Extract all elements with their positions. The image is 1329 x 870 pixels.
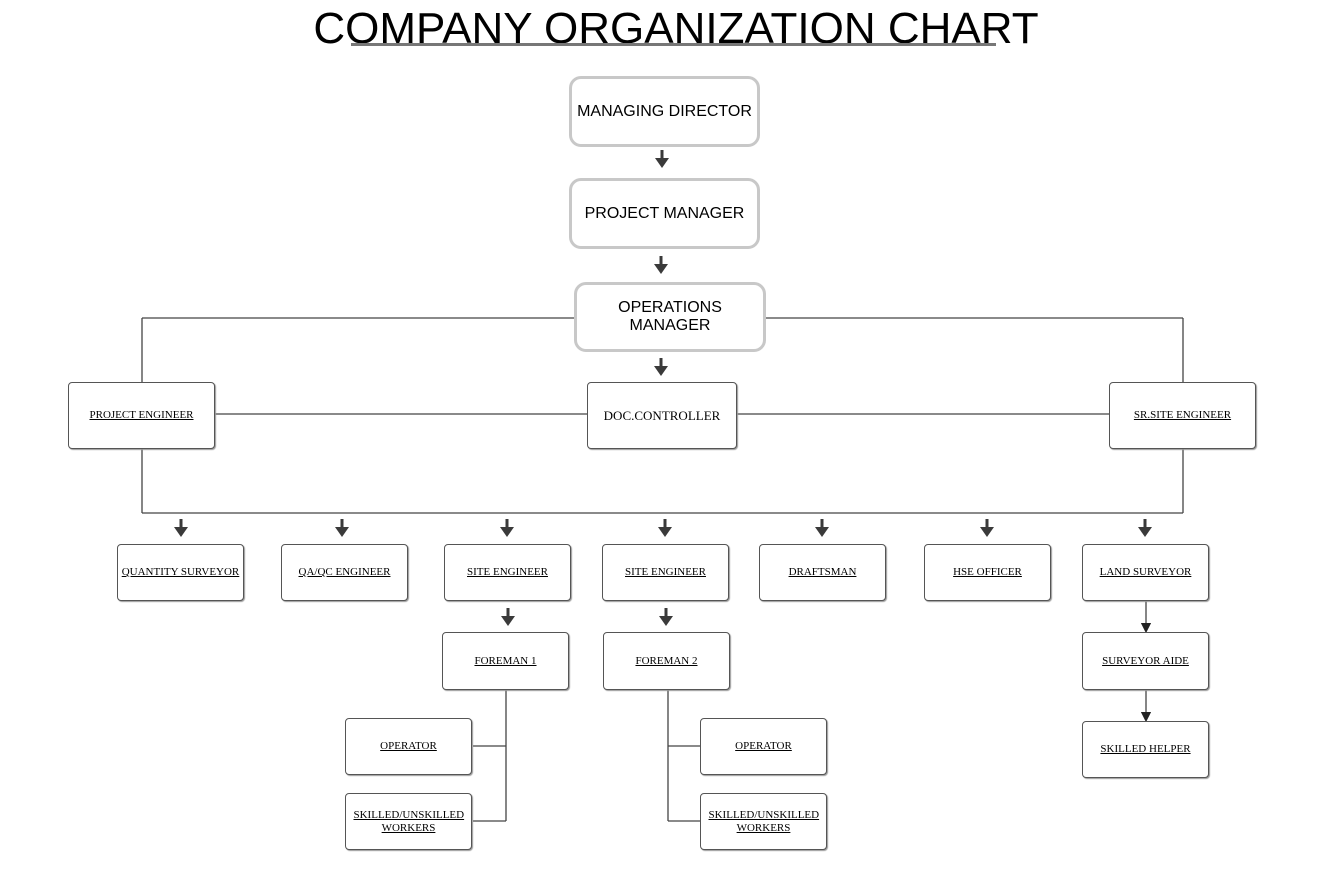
box-operations-manager: OPERATIONS MANAGER: [574, 282, 766, 352]
arrow-down-icon: [1138, 519, 1152, 537]
label-foreman-2: FOREMAN 2: [635, 654, 698, 667]
arrow-down-icon: [501, 608, 515, 626]
label-qa-qc-engineer: QA/QC ENGINEER: [298, 566, 391, 578]
title-underline: [351, 43, 996, 46]
box-surveyor-aide: SURVEYOR AIDE: [1082, 632, 1209, 690]
arrow-down-icon: [659, 608, 673, 626]
box-site-engineer-1: SITE ENGINEER: [444, 544, 571, 601]
arrow-down-icon: [980, 519, 994, 537]
arrow-down-icon: [658, 519, 672, 537]
box-land-surveyor: LAND SURVEYOR: [1082, 544, 1209, 601]
label-foreman-1: FOREMAN 1: [474, 654, 537, 667]
box-project-manager: PROJECT MANAGER: [569, 178, 760, 249]
label-sr-site-engineer: SR.SITE ENGINEER: [1133, 409, 1232, 421]
label-project-manager: PROJECT MANAGER: [584, 204, 745, 222]
label-workers-2: SKILLED/UNSKILLED WORKERS: [708, 808, 820, 834]
arrow-icons: [174, 150, 1152, 626]
box-skilled-helper: SKILLED HELPER: [1082, 721, 1209, 778]
box-operator-2: OPERATOR: [700, 718, 827, 775]
box-workers-2: SKILLED/UNSKILLED WORKERS: [700, 793, 827, 850]
box-workers-1: SKILLED/UNSKILLED WORKERS: [345, 793, 472, 850]
label-workers-1: SKILLED/UNSKILLED WORKERS: [353, 808, 465, 834]
label-operations-manager: OPERATIONS MANAGER: [618, 299, 722, 334]
label-hse-officer: HSE OFFICER: [953, 566, 1022, 578]
box-qa-qc-engineer: QA/QC ENGINEER: [281, 544, 408, 601]
box-quantity-surveyor: QUANTITY SURVEYOR: [117, 544, 244, 601]
box-doc-controller: DOC.CONTROLLER: [587, 382, 737, 449]
label-doc-controller: DOC.CONTROLLER: [603, 408, 721, 423]
arrow-down-icon: [174, 519, 188, 537]
label-site-engineer-2: SITE ENGINEER: [625, 566, 706, 578]
label-quantity-surveyor: QUANTITY SURVEYOR: [121, 566, 240, 578]
arrow-down-icon: [335, 519, 349, 537]
box-project-engineer: PROJECT ENGINEER: [68, 382, 215, 449]
box-hse-officer: HSE OFFICER: [924, 544, 1051, 601]
box-operator-1: OPERATOR: [345, 718, 472, 775]
box-sr-site-engineer: SR.SITE ENGINEER: [1109, 382, 1256, 449]
label-skilled-helper: SKILLED HELPER: [1100, 743, 1191, 755]
box-draftsman: DRAFTSMAN: [759, 544, 886, 601]
label-surveyor-aide: SURVEYOR AIDE: [1102, 654, 1189, 667]
label-operator-1: OPERATOR: [380, 740, 437, 752]
arrow-down-icon: [500, 519, 514, 537]
page-title: COMPANY ORGANIZATION CHART: [313, 4, 1039, 53]
arrow-down-icon: [654, 256, 668, 274]
arrow-down-icon: [815, 519, 829, 537]
label-site-engineer-1: SITE ENGINEER: [467, 566, 548, 578]
box-managing-director: MANAGING DIRECTOR: [569, 76, 760, 147]
label-project-engineer: PROJECT ENGINEER: [89, 409, 194, 421]
label-managing-director: MANAGING DIRECTOR: [577, 102, 752, 120]
label-draftsman: DRAFTSMAN: [788, 566, 857, 578]
box-foreman-1: FOREMAN 1: [442, 632, 569, 690]
arrow-down-icon: [654, 358, 668, 376]
box-foreman-2: FOREMAN 2: [603, 632, 730, 690]
label-operator-2: OPERATOR: [735, 740, 792, 752]
label-land-surveyor: LAND SURVEYOR: [1099, 566, 1192, 578]
box-site-engineer-2: SITE ENGINEER: [602, 544, 729, 601]
arrow-down-icon: [655, 150, 669, 168]
